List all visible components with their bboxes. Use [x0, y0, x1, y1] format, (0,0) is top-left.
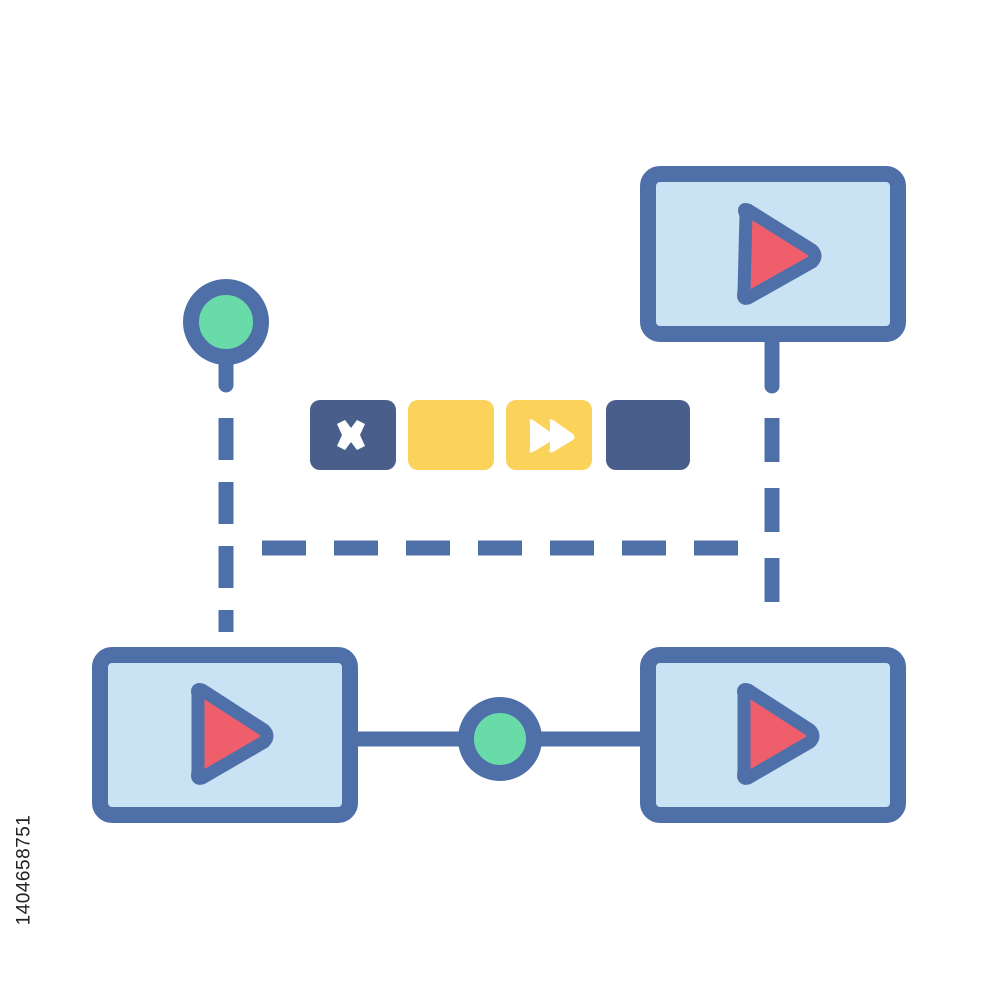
stop-control — [310, 400, 396, 470]
play-button-icon — [737, 683, 820, 785]
video-screen-bottom-right — [640, 647, 906, 823]
stock-id-label: 1404658751 — [4, 750, 44, 990]
play-button-icon — [191, 683, 274, 785]
close-icon — [337, 420, 365, 450]
fast-forward-icon — [529, 419, 575, 453]
bottom-connection-node — [458, 697, 542, 781]
stock-id-text: 1404658751 — [13, 814, 35, 926]
blank-yellow-control — [408, 400, 494, 470]
connection-node-icon — [458, 697, 542, 781]
control-strip — [310, 400, 690, 470]
play-button-icon — [737, 203, 822, 305]
video-screen-top-right — [640, 166, 906, 342]
blank-dark-control — [606, 400, 690, 470]
top-connection-node — [183, 279, 269, 365]
video-screen-bottom-left — [92, 647, 358, 823]
fast-forward-control — [506, 400, 592, 470]
connection-node-icon — [183, 279, 269, 365]
dashed-connectors — [218, 418, 780, 632]
